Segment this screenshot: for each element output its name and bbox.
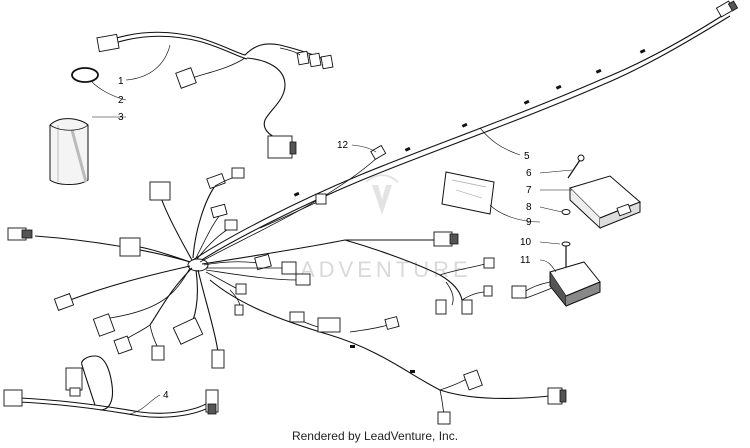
nut-8 xyxy=(561,209,571,215)
screw-6 xyxy=(567,154,585,179)
callout-4: 4 xyxy=(163,390,169,401)
callout-9: 9 xyxy=(526,217,532,228)
relay-11 xyxy=(511,261,601,308)
footer-credit: Rendered by LeadVenture, Inc. xyxy=(291,429,459,443)
screw-10 xyxy=(561,241,571,270)
label-9 xyxy=(441,171,495,215)
ring-clip-2 xyxy=(71,67,99,83)
callout-5: 5 xyxy=(524,151,530,162)
callout-11: 11 xyxy=(520,255,531,266)
module-7 xyxy=(569,175,641,230)
watermark: ADVENTURE xyxy=(300,174,472,282)
callout-8: 8 xyxy=(526,202,532,213)
callout-3: 3 xyxy=(118,112,124,123)
watermark-text: ADVENTURE xyxy=(300,257,472,282)
main-harness xyxy=(7,0,739,425)
callout-1: 1 xyxy=(118,76,124,87)
callout-numbers: 1 2 3 4 5 6 7 8 9 10 11 12 xyxy=(118,76,532,401)
callout-2: 2 xyxy=(118,95,124,106)
callout-6: 6 xyxy=(526,168,532,179)
sub-harness-4 xyxy=(3,355,219,418)
callout-leaders xyxy=(91,44,573,415)
callout-12: 12 xyxy=(337,140,349,151)
callout-7: 7 xyxy=(526,185,532,196)
sleeve-3 xyxy=(49,118,89,185)
callout-10: 10 xyxy=(520,237,532,248)
sub-harness-1 xyxy=(96,31,334,159)
